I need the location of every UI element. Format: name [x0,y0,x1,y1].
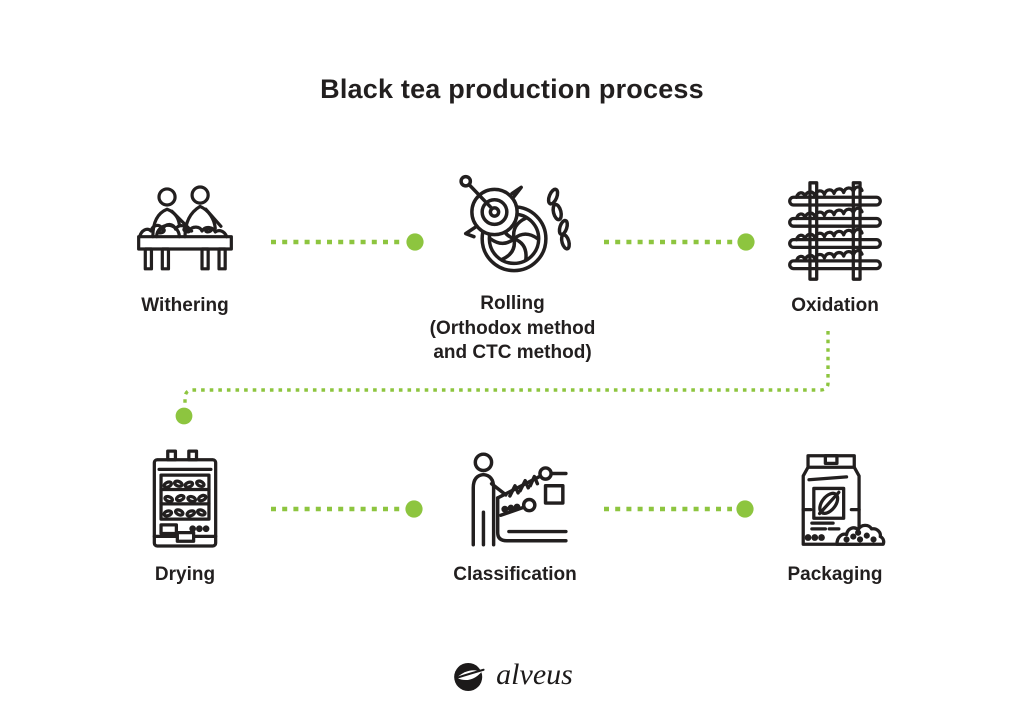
flow-dot-classification [405,500,423,518]
packaging-icon-wrap [783,445,887,555]
stage-rolling: Rolling (Orthodox method and CTC method) [430,174,595,366]
footer-brand: alveus [0,658,1024,696]
stage-oxidation: Oxidation [755,176,915,319]
drying-icon-wrap [139,445,231,555]
oxidation-label: Oxidation [791,295,879,316]
stage-drying: Drying [105,445,265,588]
rolling-label: Rolling [480,293,545,314]
rolling-method-line-2: and CTC method) [433,342,592,363]
stage-withering: Withering [105,176,265,319]
connector-oxidation-drying [183,331,830,404]
withering-table-icon [137,185,233,271]
flow-dot-rolling [406,233,424,251]
rolling-method-line-1: (Orthodox method [429,317,596,339]
classification-label: Classification [453,564,577,585]
stage-packaging: Packaging [755,445,915,588]
alveus-leaf-logo-icon [454,662,485,692]
flow-dot-drying [175,407,193,425]
packaging-label: Packaging [787,564,883,585]
flow-dot-oxidation [737,233,755,251]
drying-label: Drying [154,564,216,585]
classification-icon-wrap [458,445,572,555]
classification-sorter-icon [471,452,568,547]
drying-oven-icon [152,449,218,548]
rolling-machine-icon [458,174,571,272]
withering-label: Withering [141,295,229,316]
oxidation-icon-wrap [784,176,886,286]
flow-dot-packaging [736,500,754,518]
brand-name: alveus [496,658,573,691]
rolling-icon-wrap [452,174,574,284]
packaging-bag-icon [801,454,886,546]
stage-classification: Classification [425,445,605,588]
withering-icon-wrap [133,176,237,286]
page-title: Black tea production process [320,74,704,104]
oxidation-rack-icon [788,181,882,281]
